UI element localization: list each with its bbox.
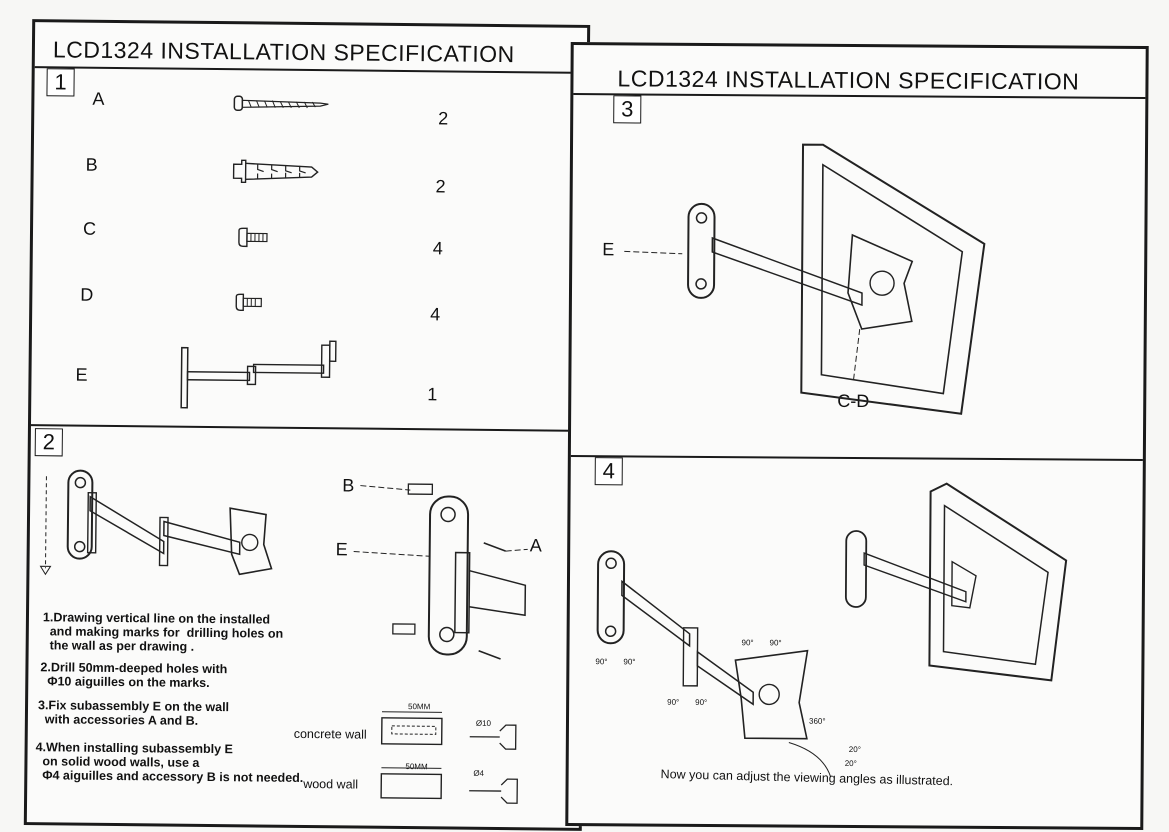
angle-label-20-down: 20°: [844, 758, 857, 769]
monitor-adjust-drawing: [844, 482, 1068, 682]
section-3-number: 3: [613, 95, 642, 124]
section-1-number: 1: [46, 68, 75, 97]
section-2-number: 2: [34, 428, 63, 457]
step-1-text: 1.Drawing vertical line on the installed…: [42, 610, 284, 654]
angle-label-360: 360°: [808, 716, 826, 726]
adjust-angles-caption: Now you can adjust the viewing angles as…: [660, 767, 954, 789]
angle-label-20-up: 20°: [848, 744, 861, 755]
angle-label-4: 90°: [769, 638, 782, 648]
bolt-icon: [238, 227, 268, 248]
angle-label-1: 90°: [595, 657, 608, 667]
screw-icon: [233, 95, 329, 112]
left-page-title: LCD1324 INSTALLATION SPECIFICATION: [52, 36, 515, 68]
wall-anchor-icon: [232, 159, 319, 184]
label-e-section3: E: [602, 239, 615, 260]
right-instruction-page: LCD1324 INSTALLATION SPECIFICATION 3 E C…: [565, 41, 1149, 831]
part-letter-b: B: [85, 154, 98, 175]
part-letter-c: C: [82, 218, 97, 239]
angle-label-2: 90°: [623, 657, 636, 667]
section-divider-3-4: [570, 455, 1143, 461]
angle-label-3: 90°: [741, 638, 754, 648]
drilling-detail-drawing: [380, 711, 518, 804]
wall-arm-drawing: [39, 469, 273, 576]
part-letter-a: A: [92, 88, 105, 109]
concrete-wall-label: concrete wall: [293, 726, 367, 742]
step-3-text: 3.Fix subassembly E on the wall with acc…: [37, 698, 230, 728]
step-2-text: 2.Drill 50mm-deeped holes with Φ10 aigui…: [40, 660, 228, 690]
part-qty-c: 4: [432, 238, 443, 259]
arm-bracket-icon: [180, 340, 337, 409]
monitor-attach-drawing: [624, 143, 986, 415]
section-divider-1-2: [30, 424, 583, 432]
swivel-angles-drawing: [596, 550, 832, 777]
part-qty-e: 1: [427, 384, 438, 405]
label-e-section2: E: [335, 539, 348, 560]
angle-label-5: 90°: [667, 697, 680, 707]
wood-wall-label: wood wall: [303, 776, 359, 792]
left-instruction-page: LCD1324 INSTALLATION SPECIFICATION 1 A B…: [23, 19, 591, 831]
wall-mount-closeup-drawing: [353, 483, 528, 660]
part-letter-d: D: [80, 284, 94, 305]
part-qty-d: 4: [430, 304, 441, 325]
angle-label-6: 90°: [695, 697, 708, 707]
part-qty-a: 2: [438, 108, 449, 129]
section-4-number: 4: [594, 457, 623, 486]
right-page-title: LCD1324 INSTALLATION SPECIFICATION: [617, 65, 1080, 95]
part-letter-e: E: [75, 364, 88, 385]
step-4-text: 4.When installing subassembly E on solid…: [35, 740, 304, 785]
short-bolt-icon: [235, 293, 262, 312]
part-qty-b: 2: [435, 176, 446, 197]
